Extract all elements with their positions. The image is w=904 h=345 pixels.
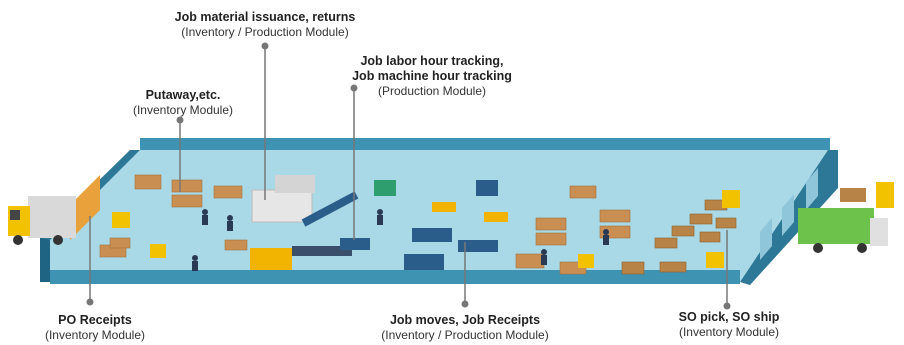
callout-job-moves: Job moves, Job Receipts (Inventory / Pro…	[360, 313, 570, 343]
left-truck	[8, 196, 76, 245]
callout-po-receipts: PO Receipts (Inventory Module)	[30, 313, 160, 343]
forklifts	[112, 190, 740, 268]
callout-job-material-module: (Inventory / Production Module)	[181, 25, 349, 39]
callout-job-moves-module: (Inventory / Production Module)	[381, 328, 549, 342]
callout-pointers	[89, 46, 728, 306]
callout-putaway: Putaway,etc. (Inventory Module)	[118, 88, 248, 118]
callout-po-receipts-title: PO Receipts	[58, 313, 132, 327]
floor-pallets	[621, 199, 737, 275]
callout-job-labor-title-line2: Job machine hour tracking	[352, 69, 512, 83]
callout-job-material-title: Job material issuance, returns	[174, 10, 356, 24]
callout-putaway-module: (Inventory Module)	[132, 103, 234, 117]
callout-job-labor-module: (Production Module)	[377, 84, 487, 98]
storage-racks	[99, 174, 631, 275]
workers	[192, 209, 609, 271]
callout-job-material: Job material issuance, returns (Inventor…	[160, 10, 370, 40]
right-truck	[798, 182, 894, 253]
callout-so-pick: SO pick, SO ship (Inventory Module)	[664, 310, 794, 340]
left-wall-door	[70, 175, 100, 240]
callout-putaway-title: Putaway,etc.	[145, 88, 221, 102]
production-machines	[250, 175, 508, 270]
callout-dots	[86, 42, 731, 310]
left-front-wall	[40, 238, 50, 282]
back-wall	[140, 138, 830, 150]
callout-job-labor-title-line1: Job labor hour tracking,	[360, 54, 504, 68]
callout-so-pick-title: SO pick, SO ship	[678, 310, 780, 324]
callout-po-receipts-module: (Inventory Module)	[44, 328, 146, 342]
callout-job-moves-title: Job moves, Job Receipts	[389, 313, 541, 327]
right-wall-doors	[760, 168, 818, 260]
callout-so-pick-module: (Inventory Module)	[678, 325, 780, 339]
callout-job-labor: Job labor hour tracking, Job machine hou…	[332, 54, 532, 99]
